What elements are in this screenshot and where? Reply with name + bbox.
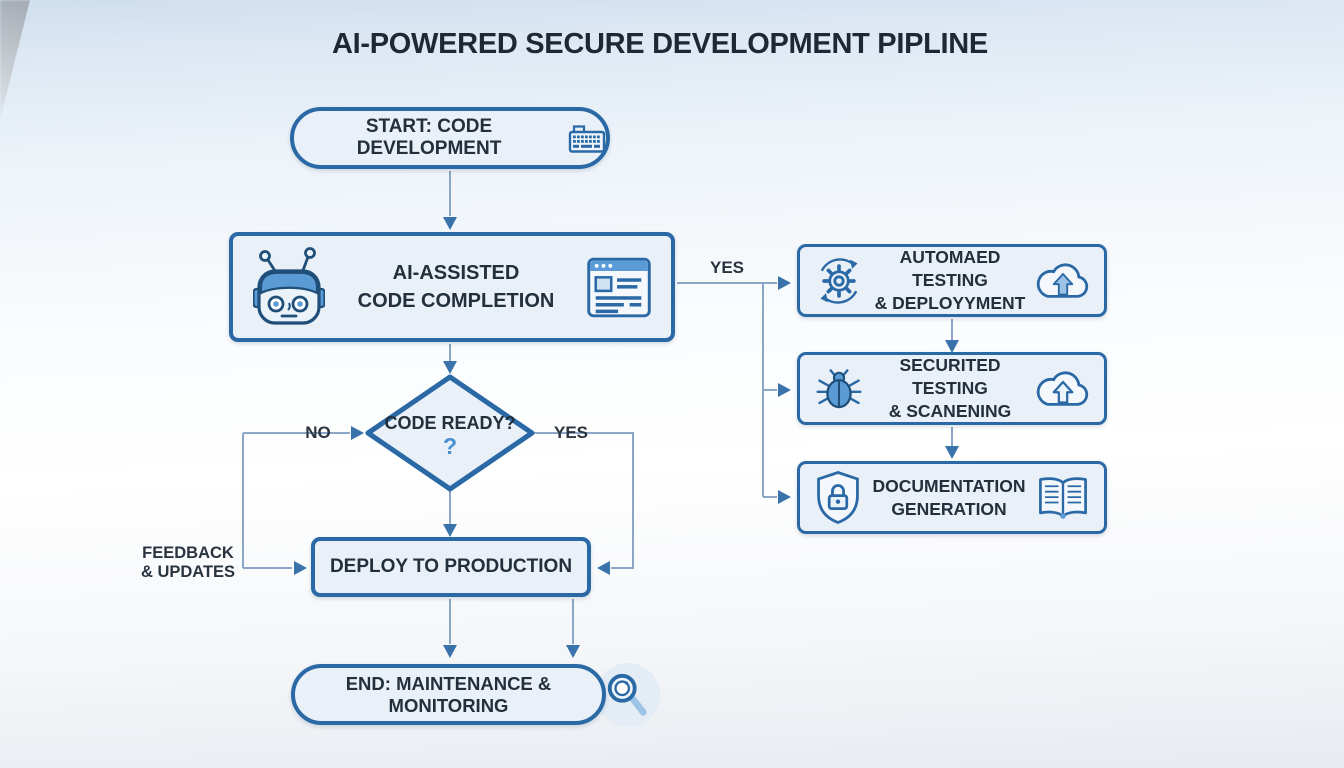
- connector-lines: [242, 171, 953, 644]
- book-icon: [1035, 475, 1091, 521]
- cloud-upload-icon: [1035, 367, 1091, 410]
- deploy-label: DEPLOY TO PRODUCTION: [329, 556, 573, 577]
- edge-label-yes: YES: [553, 423, 589, 442]
- edge-label-no: NO: [305, 423, 331, 442]
- cloud-upload-icon: [1035, 259, 1091, 302]
- documentation-label: DOCUMENTATION GENERATION: [872, 475, 1026, 519]
- question-mark: ?: [442, 433, 458, 459]
- edge-label-yes-branch: YES: [709, 258, 745, 277]
- node-ai-code-completion: AI-ASSISTED CODE COMPLETION: [229, 232, 675, 342]
- ai-box-line2: CODE COMPLETION: [357, 290, 555, 312]
- page-title: AI-POWERED SECURE DEVELOPMENT PIPLINE: [332, 28, 988, 60]
- start-label: START: CODE DEVELOPMENT: [356, 116, 502, 159]
- ai-box-line1: AI-ASSISTED: [392, 262, 520, 284]
- node-security-testing: SECURITED TESTING & SCANENING: [797, 352, 1107, 425]
- edge-label-feedback: FEEDBACK & UPDATES: [140, 544, 236, 581]
- node-documentation: DOCUMENTATION GENERATION: [797, 461, 1107, 534]
- ai-box-label: AI-ASSISTED CODE COMPLETION: [325, 259, 587, 315]
- bug-icon: [813, 366, 865, 412]
- security-testing-label: SECURITED TESTING & SCANENING: [888, 355, 1012, 421]
- node-automated-testing: AUTOMAED TESTING & DEPLOYYMENT: [797, 244, 1107, 317]
- decision-question: CODE READY?: [384, 413, 516, 433]
- shield-lock-icon: [813, 469, 863, 526]
- arrowheads: [294, 217, 959, 658]
- node-deploy: DEPLOY TO PRODUCTION: [311, 537, 591, 597]
- decision-label: CODE READY? ?: [368, 413, 532, 458]
- node-start: START: CODE DEVELOPMENT: [290, 107, 610, 169]
- magnifier-icon: [604, 670, 650, 720]
- gear-sync-icon: [813, 255, 865, 307]
- automated-testing-label: AUTOMAED TESTING & DEPLOYYMENT: [874, 247, 1026, 313]
- code-window-icon: [587, 257, 651, 318]
- end-label: END: MAINTENANCE & MONITORING: [345, 672, 552, 716]
- robot-icon: [252, 247, 326, 327]
- node-end: END: MAINTENANCE & MONITORING: [291, 664, 606, 725]
- decision-diamond: [365, 374, 535, 492]
- keyboard-icon: [568, 123, 606, 154]
